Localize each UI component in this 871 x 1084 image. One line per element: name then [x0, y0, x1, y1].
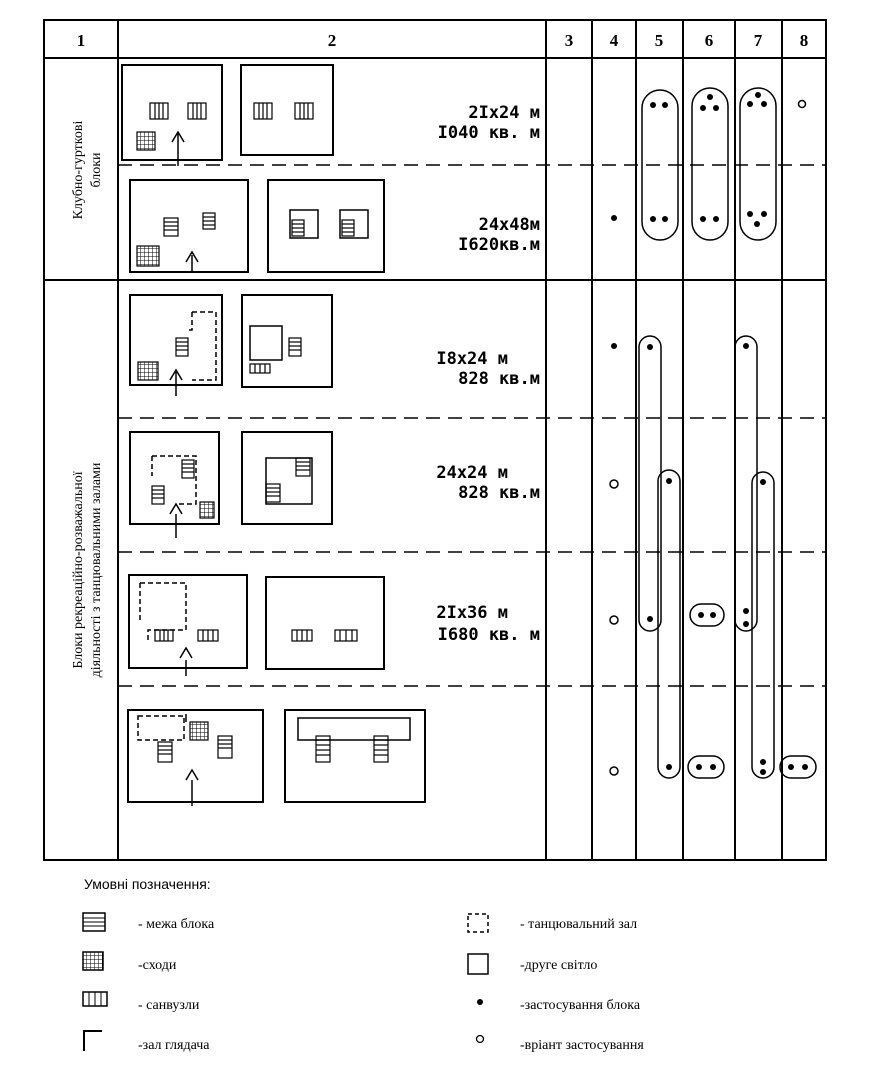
- row5-plan-b: [265, 576, 385, 670]
- col6-capsule-row5: [689, 603, 725, 627]
- col7-capsule-long-b: [751, 471, 775, 779]
- legend-label-second-light: -друге світло: [520, 958, 598, 973]
- group-label-recreation-line2: діяльності з танцювальними залами: [89, 462, 104, 677]
- row2-plan-a: [129, 179, 249, 273]
- row4-plan-b: [241, 431, 333, 525]
- filled-dot-icon: [477, 999, 483, 1005]
- second-light-icon: [467, 953, 489, 975]
- row6-plan-b: [284, 709, 426, 803]
- col7-capsule-clubs: [739, 87, 777, 241]
- row2-plan-b: [267, 179, 385, 273]
- col4-open-dot-row5: [609, 615, 619, 625]
- auditorium-icon: [83, 1030, 102, 1051]
- row5-area: I680 кв. м: [438, 625, 540, 645]
- row5-plan-a: [128, 574, 248, 676]
- legend-label-stairs: -сходи: [138, 958, 177, 973]
- col-header-5: 5: [655, 31, 664, 50]
- group-label-clubs-line2: блоки: [89, 152, 104, 188]
- row4-area: 828 кв.м: [458, 483, 540, 503]
- col-header-1: 1: [77, 31, 86, 50]
- col8-capsule-row6: [779, 755, 817, 779]
- row3-plan-a: [129, 294, 223, 396]
- group-label-recreation-line1: Блоки рекреаційно-розважальної: [71, 471, 86, 668]
- row6-plan-a: [127, 709, 264, 806]
- legend-label-dance-hall: - танцювальний зал: [520, 917, 638, 932]
- wc-icon: [82, 991, 108, 1007]
- filled-dots: [611, 92, 808, 775]
- col5-capsule-long-a: [638, 335, 662, 632]
- building-blocks-table: 1 2 3 4 5 6 7 8 Клубно-гурткові блоки Бл…: [43, 19, 827, 861]
- col-header-6: 6: [705, 31, 714, 50]
- group-label-clubs-line1: Клубно-гурткові: [71, 121, 86, 220]
- col6-capsule-clubs: [691, 87, 729, 241]
- col4-open-dot-row4: [609, 479, 619, 489]
- row2-area: I620кв.м: [458, 235, 540, 255]
- legend-title: Умовні позначення:: [84, 876, 211, 892]
- col-header-2: 2: [328, 31, 337, 50]
- row3-dim: I8х24 м: [436, 349, 508, 369]
- col-header-4: 4: [610, 31, 619, 50]
- table-frame: [43, 19, 827, 861]
- legend-label-open-dot: -вріант застосування: [520, 1038, 644, 1053]
- row1-area: I040 кв. м: [438, 123, 540, 143]
- row5-dim: 2Iх36 м: [436, 603, 508, 623]
- row4-plan-a: [129, 431, 220, 538]
- legend-label-block-border: - межа блока: [138, 917, 215, 932]
- legend-label-auditorium: -зал глядача: [138, 1038, 210, 1053]
- legend-label-wc: - санвузли: [138, 998, 200, 1013]
- col-header-8: 8: [800, 31, 809, 50]
- row1-dim: 2Iх24 м: [468, 103, 540, 123]
- row2-dim: 24х48м: [479, 215, 540, 235]
- stairs-icon: [82, 951, 104, 971]
- row4-dim: 24х24 м: [436, 463, 508, 483]
- block-border-icon: [82, 912, 106, 932]
- row3-area: 828 кв.м: [458, 369, 540, 389]
- row1-plan-a: [121, 64, 223, 166]
- legend-label-filled-dot: -застосування блока: [520, 998, 641, 1013]
- col-header-7: 7: [754, 31, 763, 50]
- col4-open-dot-row6: [609, 766, 619, 776]
- col5-capsule-long-b: [657, 469, 681, 779]
- col8-open-dot-row1: [797, 99, 807, 109]
- open-dot-icon: [475, 1034, 485, 1044]
- col-header-3: 3: [565, 31, 574, 50]
- col7-capsule-long-a: [734, 335, 758, 632]
- row3-plan-b: [241, 294, 333, 388]
- dance-hall-icon: [467, 913, 489, 933]
- col6-capsule-row6: [687, 755, 725, 779]
- col5-capsule-clubs: [641, 89, 679, 241]
- row1-plan-b: [240, 64, 334, 156]
